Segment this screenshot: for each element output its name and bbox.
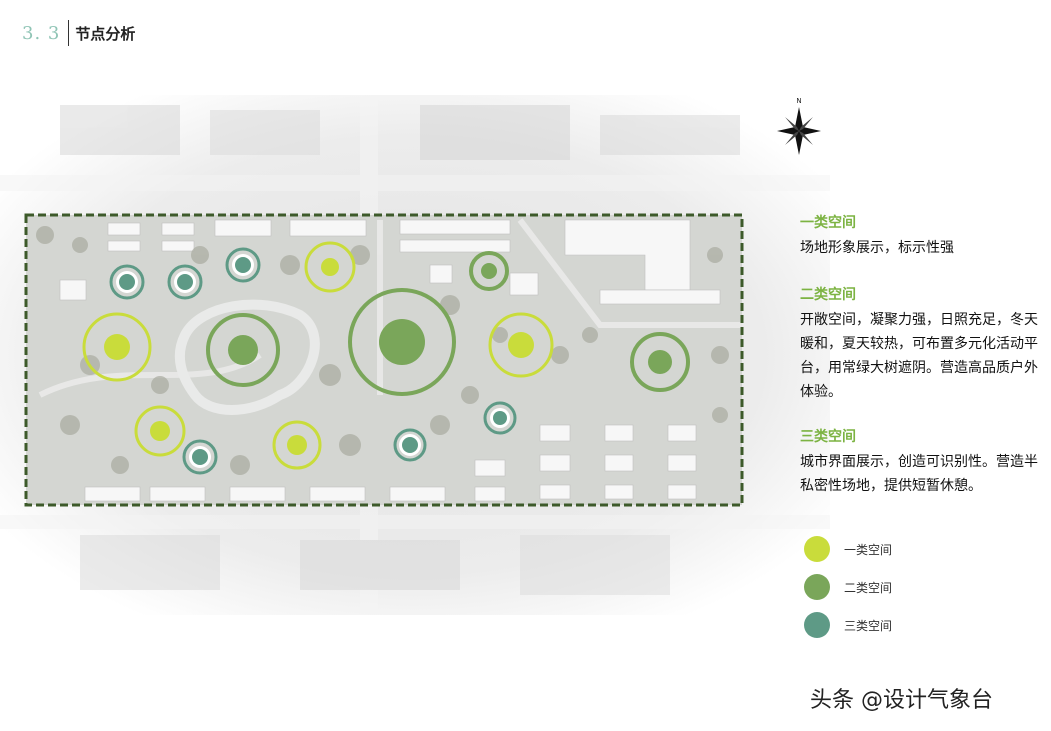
- node-ring-type1: [488, 312, 554, 378]
- site-buildings: [59, 219, 721, 502]
- node-ring-type1: [272, 420, 322, 470]
- description-title-type3: 三类空间: [800, 429, 856, 445]
- header-divider: [68, 20, 70, 46]
- node-dot-type2: [481, 263, 497, 279]
- description-type3: 三类空间 城市界面展示，创造可识别性。营造半私密性场地，提供短暂休憩。: [800, 426, 1050, 498]
- site-pathways: [38, 218, 742, 415]
- node-ring-type3: [225, 247, 261, 283]
- node-dot-type2: [379, 319, 425, 365]
- legend-item-type3: 三类空间: [804, 606, 892, 644]
- node-markers: [82, 241, 690, 475]
- node-ring-type3: [109, 264, 145, 300]
- node-dot-type1: [508, 332, 534, 358]
- node-dot-type1: [150, 421, 170, 441]
- node-dot-type3: [192, 449, 208, 465]
- node-ring-type2: [206, 313, 280, 387]
- description-text-type3: 城市界面展示，创造可识别性。营造半私密性场地，提供短暂休憩。: [800, 454, 1038, 494]
- node-ring-type2: [348, 288, 456, 396]
- node-ring-type1: [134, 405, 186, 457]
- legend-item-type1: 一类空间: [804, 530, 892, 568]
- node-dot-type3: [402, 437, 418, 453]
- legend-dot-type2: [804, 574, 830, 600]
- section-title: 节点分析: [75, 24, 136, 43]
- node-dot-type3: [119, 274, 135, 290]
- north-arrow-icon: N: [772, 95, 826, 157]
- description-type1: 一类空间 场地形象展示，标示性强: [800, 212, 1050, 260]
- legend-item-type2: 二类空间: [804, 568, 892, 606]
- section-number: 3. 3: [22, 22, 61, 44]
- node-ring-type1: [304, 241, 356, 293]
- site-area: [26, 215, 742, 505]
- watermark: 头条 @设计气象台: [810, 688, 993, 713]
- legend-label-type1: 一类空间: [844, 542, 893, 557]
- node-ring-type2: [469, 251, 509, 291]
- node-ring-type3: [182, 439, 218, 475]
- node-dot-type2: [648, 350, 672, 374]
- legend-label-type2: 二类空间: [844, 580, 893, 595]
- node-ring-type3: [483, 401, 517, 435]
- description-title-type2: 二类空间: [800, 287, 856, 303]
- context-streets: [0, 95, 830, 615]
- legend-label-type3: 三类空间: [844, 618, 893, 633]
- site-boundary: [24, 213, 744, 507]
- description-text-type2: 开敞空间，凝聚力强，日照充足，冬天暖和，夏天较热，可布置多元化活动平台，用常绿大…: [800, 312, 1038, 400]
- section-header: 3. 3 节点分析: [22, 18, 135, 48]
- description-type2: 二类空间 开敞空间，凝聚力强，日照充足，冬天暖和，夏天较热，可布置多元化活动平台…: [800, 284, 1050, 404]
- node-dot-type1: [321, 258, 339, 276]
- node-dot-type3: [235, 257, 251, 273]
- north-label: N: [796, 97, 801, 105]
- node-dot-type1: [104, 334, 130, 360]
- description-text-type1: 场地形象展示，标示性强: [800, 240, 954, 256]
- node-ring-type3: [167, 264, 203, 300]
- node-ring-type3: [393, 428, 427, 462]
- node-ring-type2: [630, 332, 690, 392]
- node-dot-type1: [287, 435, 307, 455]
- tree-canopy: [36, 226, 729, 475]
- node-ring-type1: [82, 312, 152, 382]
- node-dot-type3: [493, 411, 507, 425]
- node-dot-type3: [177, 274, 193, 290]
- legend-dot-type1: [804, 536, 830, 562]
- site-plan-map: [0, 95, 830, 615]
- node-dot-type2: [228, 335, 258, 365]
- legend: 一类空间 二类空间 三类空间: [804, 530, 892, 644]
- legend-dot-type3: [804, 612, 830, 638]
- description-title-type1: 一类空间: [800, 215, 856, 231]
